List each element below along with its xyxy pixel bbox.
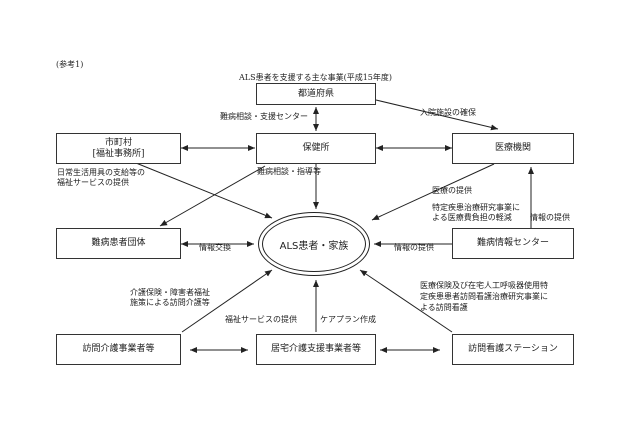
label-consult-guidance: 難病相談・指導等 (257, 167, 321, 176)
node-prefecture-label: 都道府県 (297, 88, 334, 99)
node-patient-group: 難病患者団体 (56, 228, 181, 259)
arrow-homecare-patient (181, 269, 273, 333)
label-nursing-2: 定疾患患者訪問看護治療研究事業に (420, 292, 548, 301)
diagram-title: ALS患者を支援する主な事業(平成15年度) (239, 73, 392, 82)
arrow-medical-patient (371, 163, 495, 221)
label-research-1: 特定疾患治療研究事業に (432, 203, 520, 212)
label-info-exchange: 情報交換 (199, 243, 231, 252)
node-medical-institution: 医療機関 (452, 133, 574, 164)
label-info-provision-right: 情報の提供 (530, 213, 570, 222)
arrow-nursing-patient (359, 269, 453, 333)
node-care-support-provider-label: 居宅介護支援事業者等 (270, 344, 361, 354)
label-care-insurance-2: 施策による訪問介護等 (130, 298, 210, 307)
arrow-healthcenter-group (159, 165, 266, 227)
node-patient-family: ALS患者・家族 (258, 212, 370, 276)
node-municipality: 市町村 [福祉事務所] (56, 133, 181, 164)
label-care-plan: ケアプラン作成 (320, 315, 376, 324)
label-hospital-beds: 入院施設の確保 (420, 108, 476, 117)
label-nursing-1: 医療保険及び在宅人工呼吸器使用特 (420, 281, 548, 290)
label-info-provision-center: 情報の提供 (394, 243, 434, 252)
label-care-insurance-1: 介護保険・障害者福祉 (130, 288, 210, 297)
node-nursing-station-label: 訪問看護ステーション (468, 344, 558, 354)
node-home-care-provider: 訪問介護事業者等 (56, 334, 181, 365)
label-daily-tools-2: 福祉サービスの提供 (57, 178, 129, 187)
node-health-center-label: 保健所 (302, 143, 330, 153)
node-health-center: 保健所 (256, 133, 376, 164)
arrow-prefecture-medical (375, 99, 499, 131)
node-care-support-provider: 居宅介護支援事業者等 (256, 334, 376, 365)
node-info-center: 難病情報センター (452, 228, 574, 259)
node-municipality-label: 市町村 (104, 137, 132, 148)
reference-note: (参考1) (56, 60, 84, 69)
node-medical-institution-label: 医療機関 (494, 143, 531, 153)
node-info-center-label: 難病情報センター (476, 238, 549, 248)
label-medical-provision: 医療の提供 (432, 186, 472, 195)
arrow-municipality-patient (135, 162, 273, 219)
node-home-care-provider-label: 訪問介護事業者等 (82, 344, 155, 354)
node-prefecture: 都道府県 (256, 83, 376, 105)
label-research-2: よる医療費負担の軽減 (432, 213, 512, 222)
label-nursing-3: よる訪問看護 (420, 303, 468, 312)
node-patient-family-label: ALS患者・家族 (279, 240, 349, 252)
node-patient-group-label: 難病患者団体 (91, 238, 146, 248)
node-nursing-station: 訪問看護ステーション (452, 334, 574, 365)
label-daily-tools-1: 日常生活用具の支給等の (57, 168, 145, 177)
node-municipality-sublabel: [福祉事務所] (92, 148, 145, 159)
label-welfare-service: 福祉サービスの提供 (225, 315, 297, 324)
label-consult-support-center: 難病相談・支援センター (220, 112, 308, 121)
